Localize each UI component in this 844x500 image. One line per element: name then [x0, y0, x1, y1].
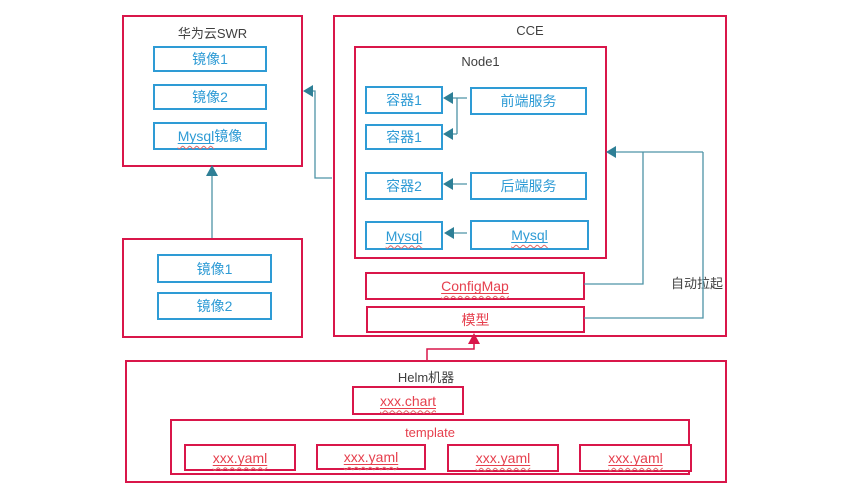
- container2-box: 容器2: [365, 172, 443, 200]
- configmap-box: ConfigMap: [365, 272, 585, 300]
- frontend-service-box: 前端服务: [470, 87, 587, 115]
- node1-box: Node1 容器1 容器1 容器2 Mysql 前端服务 后端服务 Mysql: [354, 46, 607, 259]
- swr-title: 华为云SWR: [177, 26, 248, 41]
- container2-label: 容器2: [386, 178, 422, 194]
- mysql-service-box: Mysql: [470, 220, 589, 250]
- backend-service-box: 后端服务: [470, 172, 587, 200]
- line-helm-to-model: [426, 342, 475, 360]
- cce-box: CCE Node1 容器1 容器1 容器2 Mysql 前端服务 后端服务: [333, 15, 727, 337]
- swr-image2-box: 镜像2: [153, 84, 267, 110]
- model-label: 模型: [461, 311, 490, 328]
- mysql-container-box: Mysql: [365, 221, 443, 250]
- node1-title: Node1: [461, 54, 500, 69]
- swr-box: 华为云SWR 镜像1 镜像2 Mysql镜像: [122, 15, 303, 167]
- template-box: template xxx.yaml xxx.yaml xxx.yaml xxx.…: [170, 419, 692, 475]
- yaml3-label: xxx.yaml: [475, 450, 531, 466]
- container1b-box: 容器1: [365, 124, 443, 150]
- arrowhead-left-swr: [303, 85, 313, 97]
- helm-box: Helm机器 xxx.chart template xxx.yaml xxx.y…: [125, 360, 727, 483]
- yaml2-box: xxx.yaml: [316, 444, 426, 470]
- arrow-cce-to-swr: [309, 90, 332, 179]
- helm-chart-box: xxx.chart: [352, 386, 464, 415]
- container1a-box: 容器1: [365, 86, 443, 114]
- model-box: 模型: [366, 306, 585, 333]
- swr-mysql-image-label: Mysql镜像: [177, 128, 243, 144]
- mysql-container-label: Mysql: [385, 227, 423, 244]
- helm-title: Helm机器: [397, 370, 455, 385]
- yaml1-label: xxx.yaml: [212, 449, 268, 466]
- image-source-box: 镜像1 镜像2: [122, 238, 303, 338]
- configmap-label: ConfigMap: [441, 278, 509, 294]
- mysql-service-label: Mysql: [511, 227, 548, 243]
- source-image1-label: 镜像1: [196, 260, 233, 277]
- swr-image1-box: 镜像1: [153, 46, 267, 72]
- template-title: template: [405, 425, 455, 440]
- helm-chart-label: xxx.chart: [379, 392, 436, 409]
- yaml1-box: xxx.yaml: [184, 444, 296, 471]
- container1b-label: 容器1: [386, 129, 422, 145]
- swr-mysql-image-box: Mysql镜像: [153, 122, 267, 150]
- yaml4-label: xxx.yaml: [608, 450, 663, 466]
- backend-service-label: 后端服务: [500, 178, 557, 194]
- swr-image2-label: 镜像2: [192, 89, 228, 105]
- source-image2-label: 镜像2: [196, 298, 233, 314]
- swr-image1-label: 镜像1: [192, 51, 228, 67]
- source-image1-box: 镜像1: [157, 254, 272, 283]
- source-image2-box: 镜像2: [157, 292, 272, 320]
- yaml2-label: xxx.yaml: [343, 449, 399, 465]
- auto-pull-label: 自动拉起: [670, 276, 723, 291]
- yaml4-box: xxx.yaml: [579, 444, 692, 472]
- frontend-service-label: 前端服务: [500, 93, 557, 109]
- container1a-label: 容器1: [386, 92, 422, 108]
- yaml3-box: xxx.yaml: [447, 444, 559, 472]
- cce-title: CCE: [516, 23, 544, 38]
